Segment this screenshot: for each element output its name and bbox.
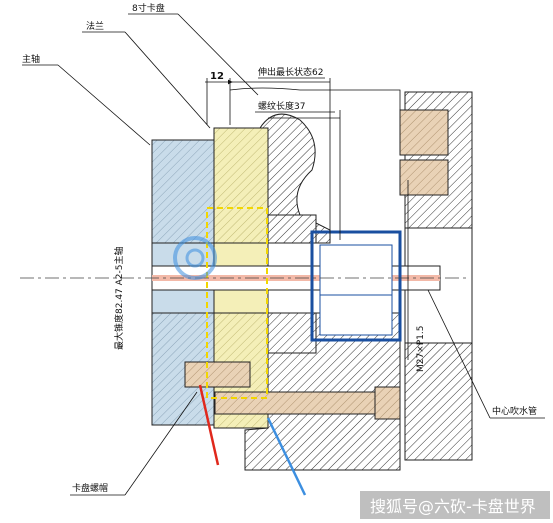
label-spindle: 主轴 <box>22 53 40 65</box>
label-center-pipe: 中心吹水管 <box>492 405 537 417</box>
label-thread-spec: M27×P1.5 <box>416 326 426 373</box>
flange-dashed-outline <box>206 207 268 399</box>
chuck-bolt-icon <box>184 361 401 420</box>
draw-tube <box>310 230 402 342</box>
dimension-lines <box>205 78 409 360</box>
watermark-logo-icon <box>173 236 217 280</box>
label-flange: 法兰 <box>86 20 104 32</box>
leader-lines <box>22 13 545 496</box>
watermark-text: 搜狐号@六砍-卡盘世界 <box>370 497 536 516</box>
label-thread-length: 螺纹长度37 <box>258 100 305 112</box>
label-stroke: 伸出最长状态62 <box>258 66 323 78</box>
label-chuck: 8寸卡盘 <box>132 2 165 14</box>
watermark-bar <box>360 491 550 519</box>
label-spindle-spec: 最大锥度82.47 A2-5主轴 <box>113 247 125 350</box>
red-arrow <box>198 384 220 466</box>
label-dim-12: 12 <box>210 71 224 82</box>
label-chuck-bolt: 卡盘螺帽 <box>72 482 108 494</box>
blue-arrow <box>266 417 307 496</box>
